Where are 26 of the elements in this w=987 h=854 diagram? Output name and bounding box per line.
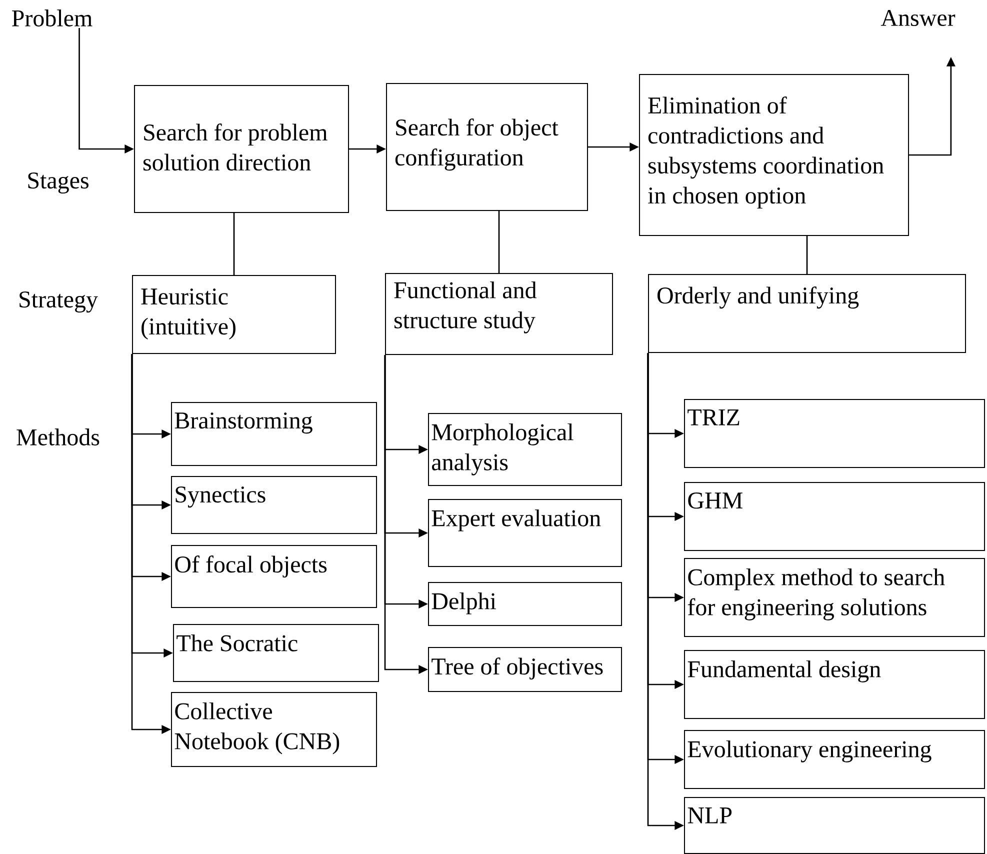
method-box: Evolutionary engineering — [684, 730, 985, 789]
method-box: Morphological analysis — [428, 413, 622, 486]
method-box: Complex method to search for engineering solutions — [684, 558, 985, 637]
method-box: TRIZ — [684, 399, 985, 468]
method-box: Tree of objectives — [428, 647, 622, 692]
row-label: Methods — [16, 428, 100, 446]
method-box: Brainstorming — [171, 402, 377, 466]
row-label: Strategy — [20, 291, 98, 313]
terminal-label: Answer — [880, 10, 956, 26]
stage-box: Elimination of contradictions and subsystems coordination in chosen option — [639, 74, 910, 236]
method-box: Of focal objects — [171, 545, 377, 608]
method-box: Delphi — [428, 582, 622, 626]
method-box: Fundamental design — [684, 650, 985, 719]
method-box: The Socratic — [173, 624, 379, 682]
stage-box: Search for object configuration — [386, 83, 588, 211]
method-box: GHM — [684, 482, 985, 551]
stage-box: Search for problem solution direction — [134, 85, 349, 213]
strategy-box: Functional and structure study — [385, 273, 613, 355]
method-box: Expert evaluation — [428, 499, 622, 567]
method-box: NLP — [684, 797, 985, 854]
method-box: Synectics — [171, 476, 377, 534]
strategy-box: Heuristic (intuitive) — [132, 275, 336, 354]
strategy-box: Orderly and unifying — [648, 274, 966, 353]
row-label: Stages — [28, 172, 88, 194]
method-box: Collective Notebook (CNB) — [171, 692, 377, 767]
terminal-label: Problem — [12, 10, 92, 26]
